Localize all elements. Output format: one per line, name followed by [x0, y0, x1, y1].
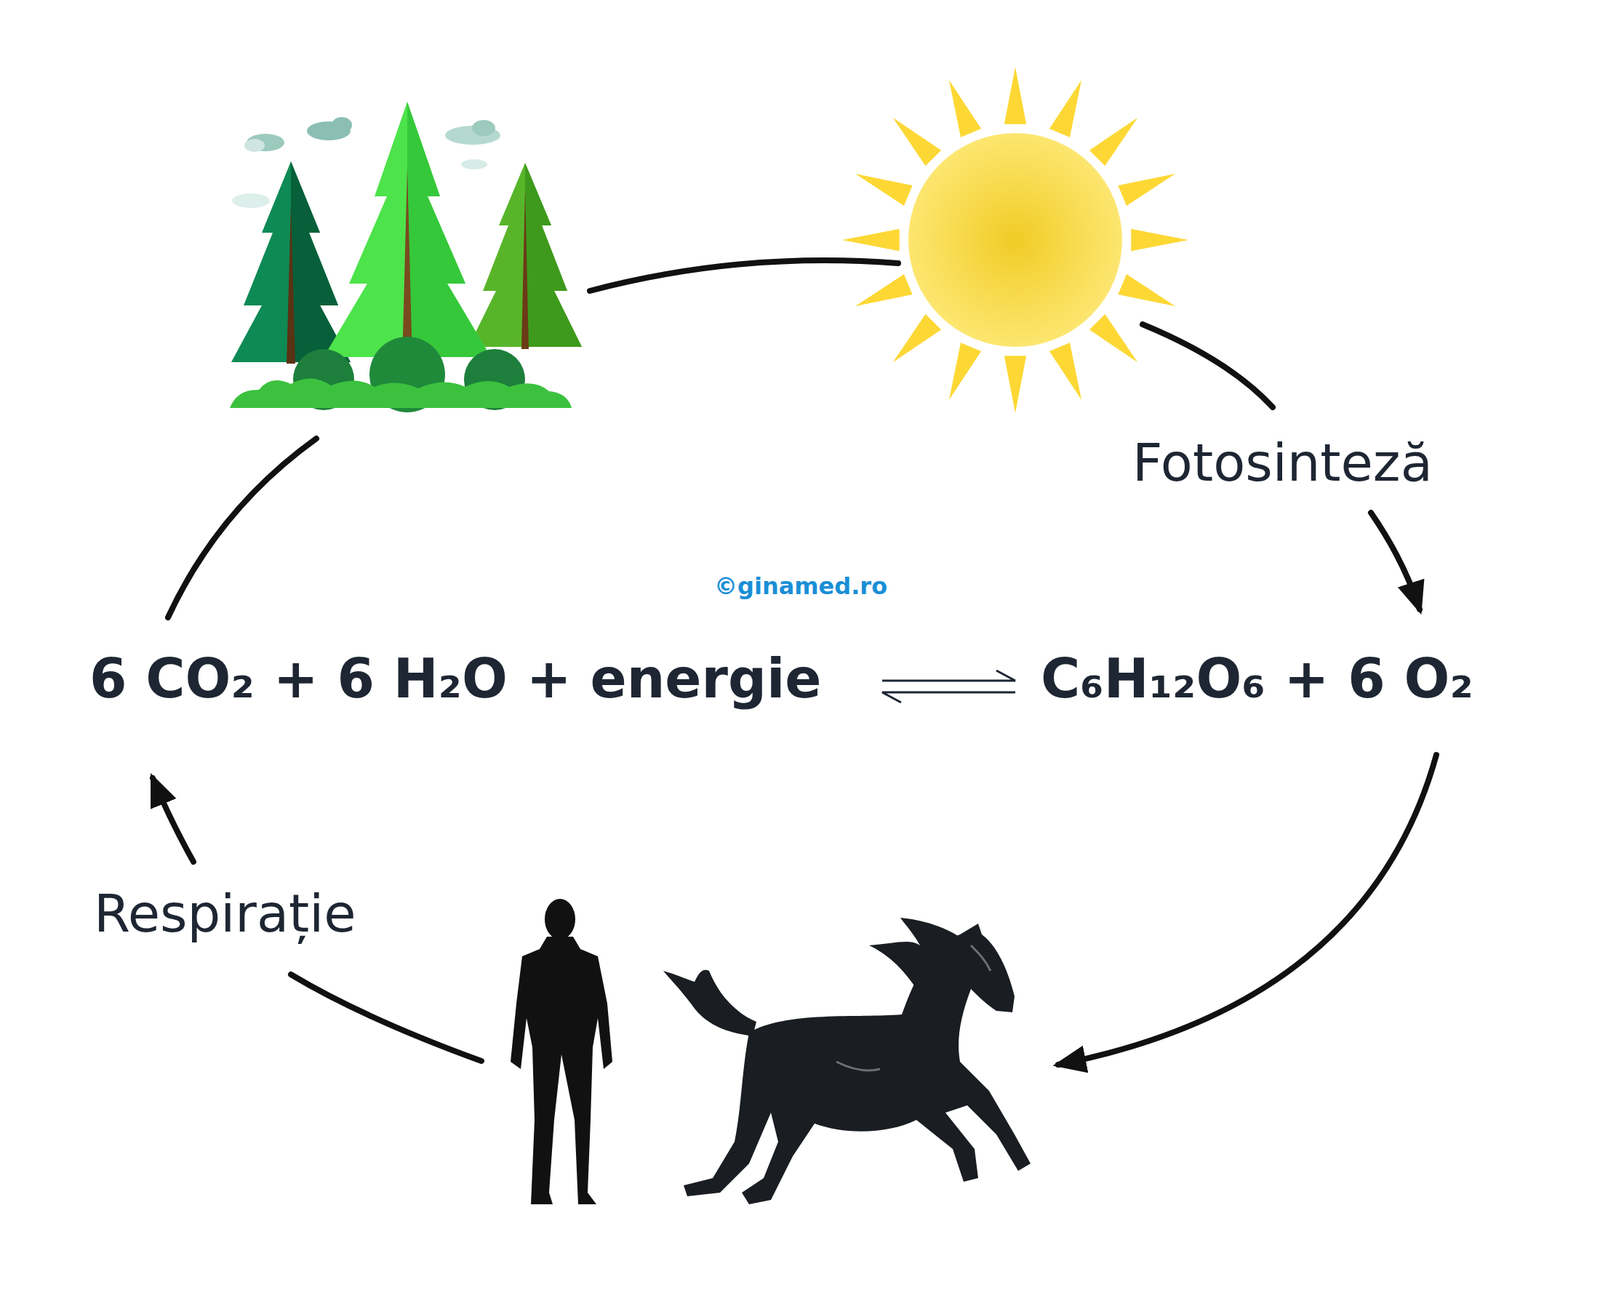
process-label: Fotosinteză [1132, 436, 1433, 489]
sun-ray [842, 229, 900, 251]
sun-ray [1004, 66, 1027, 125]
sun-ray [1049, 80, 1082, 138]
sun-ray [1089, 117, 1138, 166]
clouds [232, 117, 501, 208]
cycle-arrow [1058, 754, 1437, 1065]
sun-ray [949, 80, 982, 138]
process-label: Respirație [93, 887, 357, 940]
cycle-arrow [152, 778, 194, 862]
sun-ray [949, 342, 982, 400]
equilibrium-arrow [882, 670, 1016, 703]
cycle-arc [589, 260, 899, 291]
sun-ray [1117, 274, 1176, 307]
sun-ray [1089, 314, 1138, 363]
sun-ray [1130, 229, 1189, 251]
forest [229, 101, 582, 413]
man-silhouette [510, 898, 613, 1205]
watermark: ©ginamed.ro [714, 574, 888, 598]
cycle-arc [168, 438, 317, 618]
sun-ray [893, 314, 942, 363]
sun-ray [1117, 173, 1176, 206]
sun-ray [1004, 355, 1027, 414]
cycle-arc [290, 974, 482, 1062]
sun-ray [893, 117, 942, 166]
sun [842, 66, 1189, 414]
sun-ray [1049, 342, 1082, 400]
sun-ray [855, 274, 913, 307]
cycle-arc [1142, 324, 1273, 408]
cycle-arrow [1370, 512, 1420, 610]
horse-silhouette [663, 917, 1031, 1205]
sun-ray [855, 173, 913, 206]
equation-reactants: 6 CO₂ + 6 H₂O + energie [89, 651, 822, 706]
equation-products: C₆H₁₂O₆ + 6 O₂ [1040, 651, 1474, 706]
